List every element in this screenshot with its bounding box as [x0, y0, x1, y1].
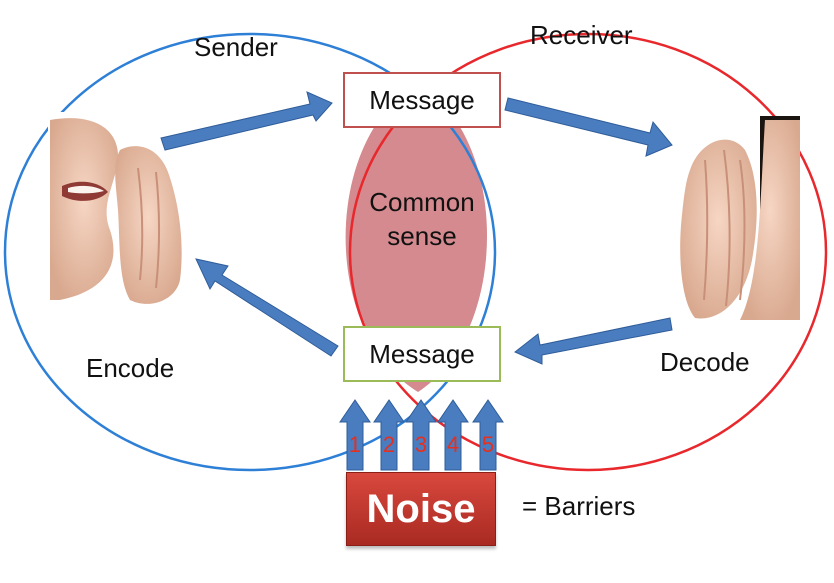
- barrier-number-2: 2: [382, 432, 396, 457]
- noise-arrow-1: [339, 399, 371, 471]
- noise-label: Noise: [366, 486, 476, 531]
- barrier-number-4: 4: [446, 432, 460, 457]
- top-message-label: Message: [369, 84, 475, 115]
- common-sense-line-2: sense: [387, 220, 457, 251]
- noise-arrow-3: [405, 399, 437, 471]
- arrow-sender-to-message: [160, 91, 333, 151]
- bottom-message-label: Message: [369, 338, 475, 369]
- barriers-label: = Barriers: [522, 491, 636, 521]
- decode-label: Decode: [660, 347, 750, 377]
- bottom-message-box: Message: [343, 326, 501, 382]
- common-sense-label: Common sense: [350, 186, 494, 254]
- cupped-ear-hand-icon: [668, 116, 800, 326]
- noise-arrow-2: [373, 399, 405, 471]
- noise-arrow-5: [472, 399, 504, 471]
- receiver-label: Receiver: [530, 20, 633, 50]
- noise-box: Noise: [346, 472, 496, 546]
- arrow-message-to-sender: [195, 258, 339, 357]
- common-sense-line-1: Common: [369, 187, 475, 217]
- barrier-number-3: 3: [414, 432, 428, 457]
- noise-arrow-4: [437, 399, 469, 471]
- receiver-circle: [348, 32, 828, 472]
- barrier-number-5: 5: [481, 432, 495, 457]
- arrow-message-to-receiver: [504, 97, 673, 157]
- sender-label: Sender: [194, 32, 278, 62]
- encode-label: Encode: [86, 353, 175, 383]
- sender-circle: [3, 32, 497, 472]
- barrier-number-1: 1: [348, 432, 362, 457]
- noise-arrows: [339, 399, 504, 471]
- arrow-receiver-to-message: [514, 317, 673, 365]
- common-sense-overlap: [345, 84, 488, 392]
- top-message-box: Message: [343, 72, 501, 128]
- whispering-mouth-hand-icon: [48, 112, 213, 312]
